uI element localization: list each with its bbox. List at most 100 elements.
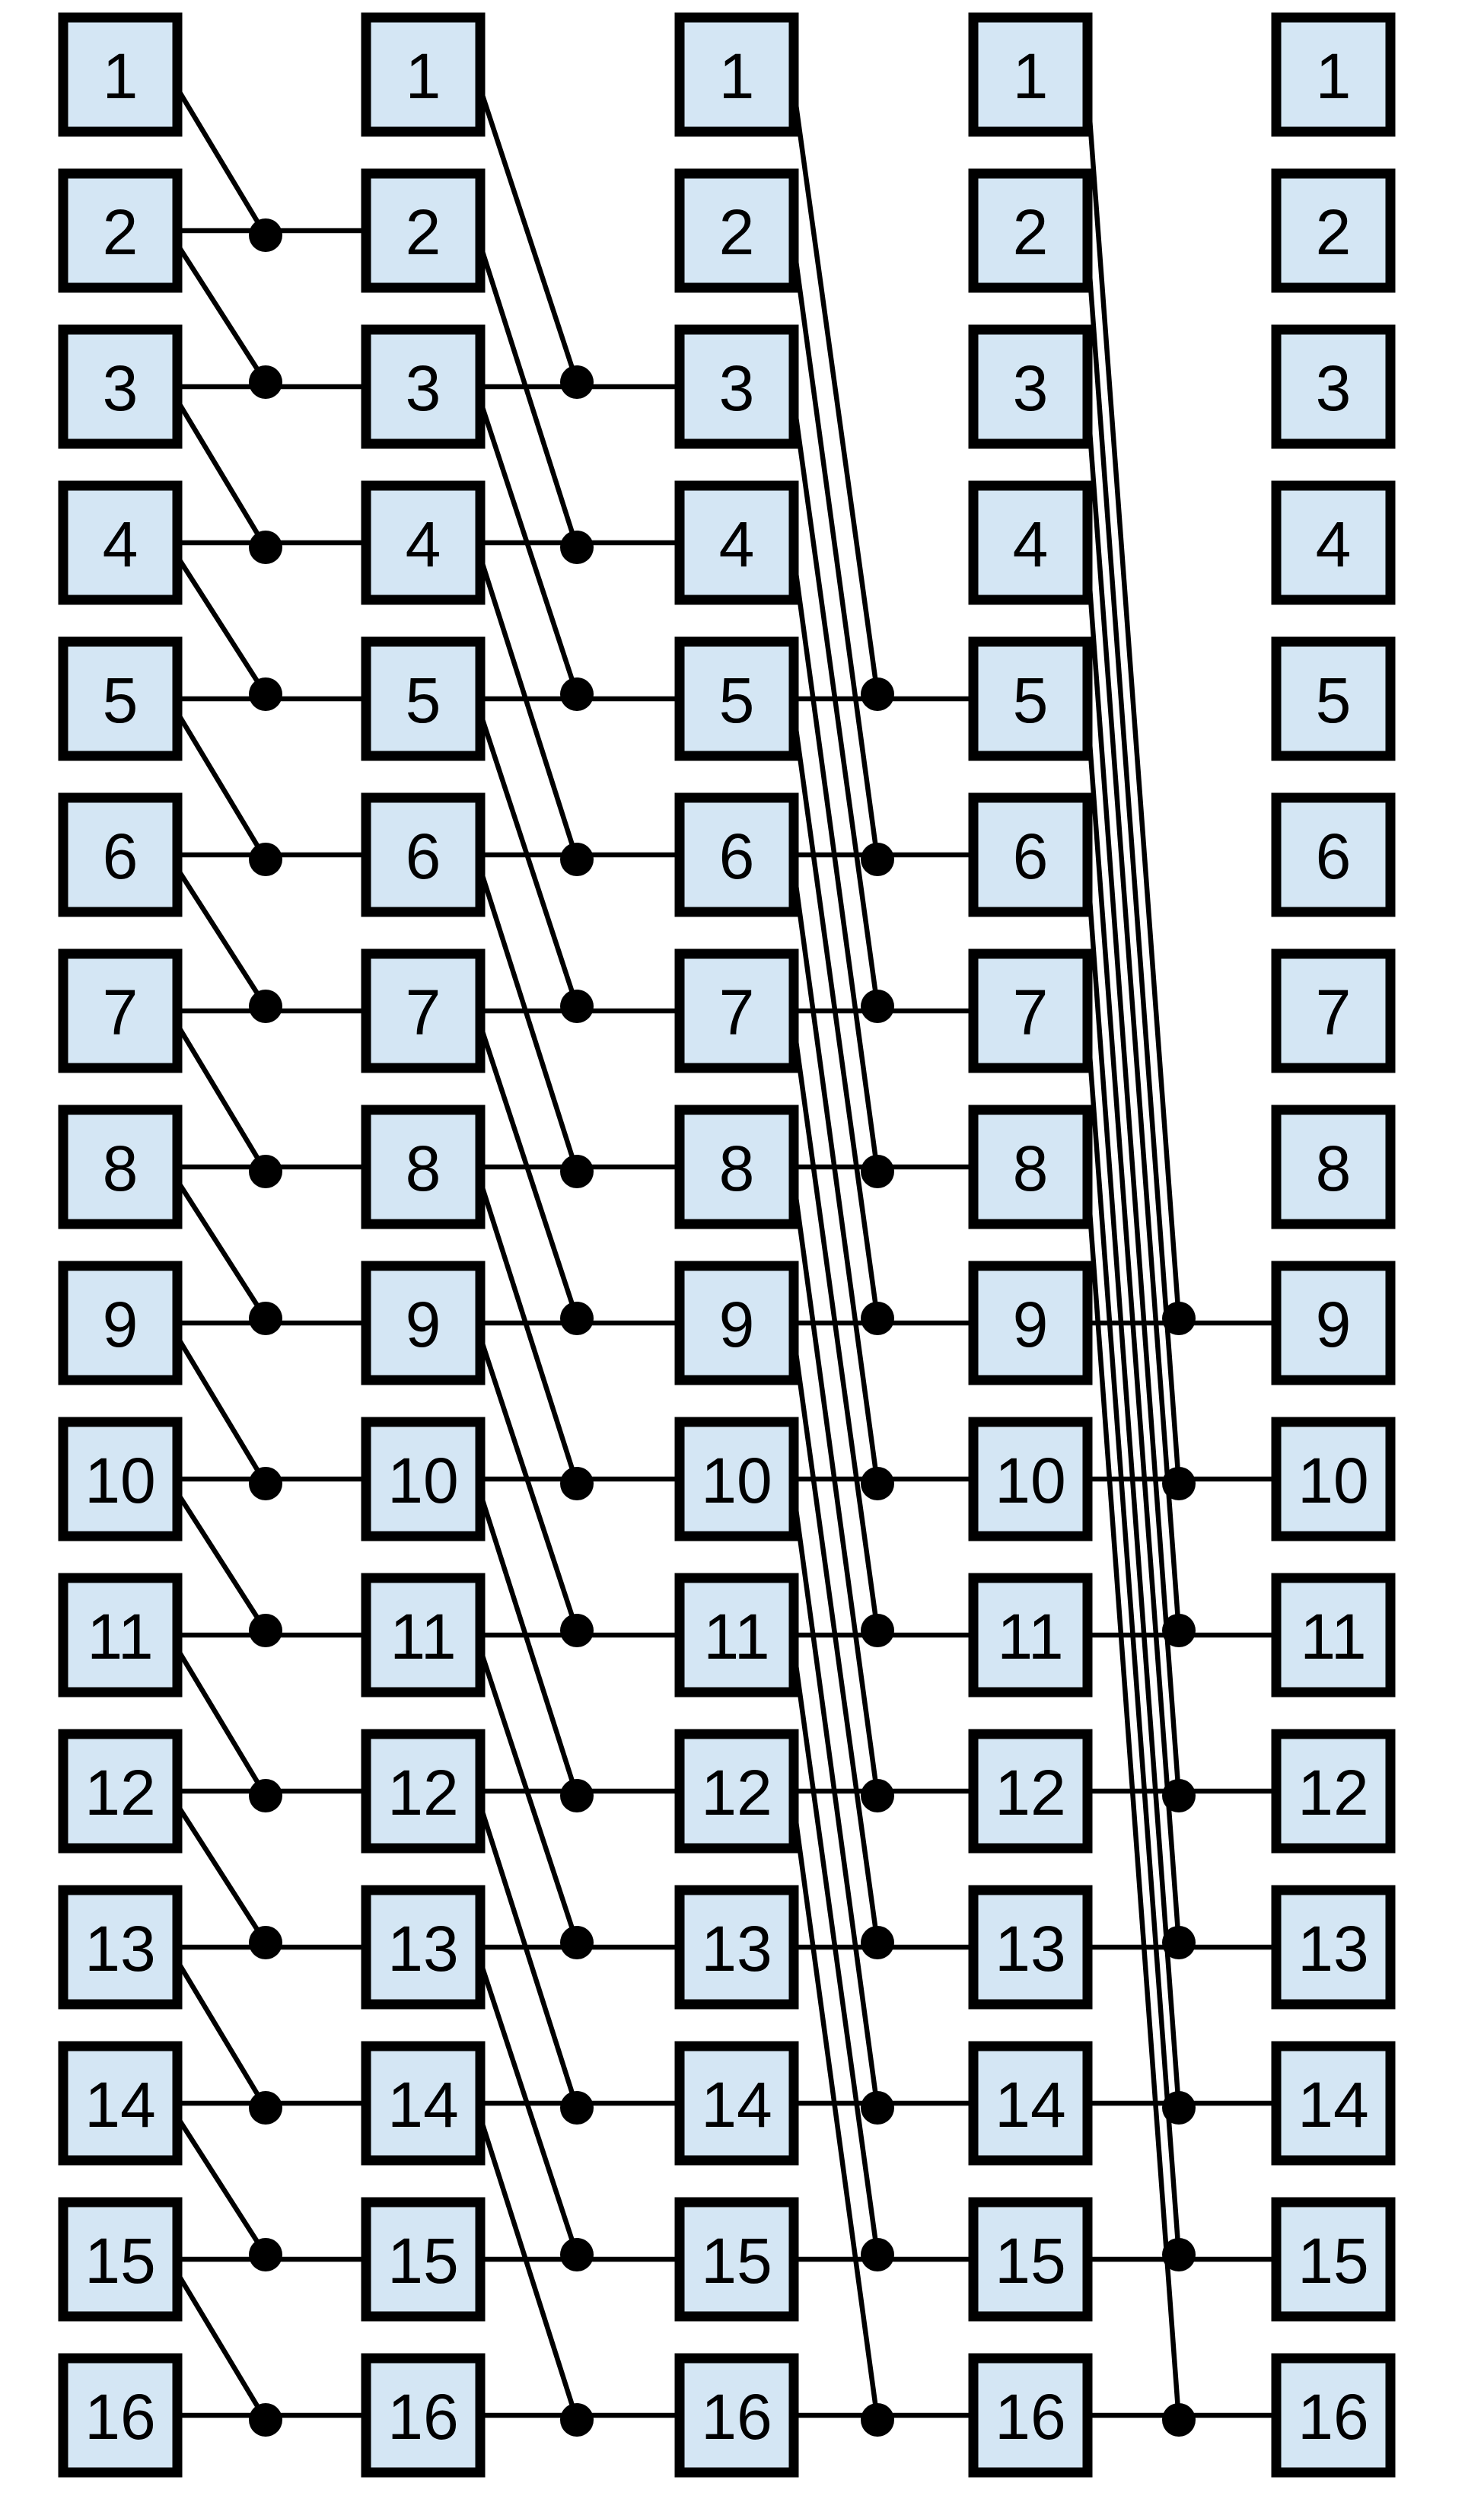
node-box-frame xyxy=(674,1417,799,1541)
combine-node xyxy=(560,1779,594,1812)
node-label: 13 xyxy=(995,1913,1065,1984)
node-label: 16 xyxy=(1298,2381,1368,2453)
node-label: 11 xyxy=(703,1601,769,1672)
combine-node xyxy=(249,1467,282,1500)
node-box: 11 xyxy=(1271,1573,1396,1698)
combine-node xyxy=(249,843,282,876)
node-box: 15 xyxy=(674,2197,799,2322)
node-label: 3 xyxy=(406,352,441,424)
carry-wire xyxy=(175,87,268,237)
node-label: 9 xyxy=(1316,1289,1352,1360)
node-label: 14 xyxy=(387,2069,458,2141)
node-label: 3 xyxy=(1013,352,1049,424)
node-label: 13 xyxy=(387,1913,458,1984)
node-box: 16 xyxy=(361,2353,486,2478)
node-box-frame xyxy=(1271,12,1396,137)
carry-wire xyxy=(477,87,580,384)
node-label: 12 xyxy=(387,1757,458,1828)
carry-wire xyxy=(477,556,580,860)
node-label: 4 xyxy=(406,508,441,580)
node-box-frame xyxy=(361,1729,486,1854)
node-box-frame xyxy=(1271,1573,1396,1698)
node-box: 6 xyxy=(968,792,1093,917)
carry-wire xyxy=(175,1179,268,1320)
node-box-frame xyxy=(1271,1417,1396,1541)
combine-node xyxy=(560,2091,594,2125)
node-box: 14 xyxy=(968,2041,1093,2166)
node-label: 13 xyxy=(1298,1913,1368,1984)
node-box: 12 xyxy=(674,1729,799,1854)
combine-node xyxy=(249,2403,282,2437)
node-label: 3 xyxy=(719,352,755,424)
node-label: 7 xyxy=(406,977,441,1048)
carry-wire xyxy=(791,1492,881,2109)
node-box: 4 xyxy=(361,480,486,605)
node-box-frame xyxy=(361,2197,486,2322)
combine-node xyxy=(861,2403,894,2437)
node-label: 1 xyxy=(1316,40,1352,112)
node-box-frame xyxy=(968,792,1093,917)
boxes-layer: 1234567891011121314151612345678910111213… xyxy=(58,12,1396,2478)
node-label: 7 xyxy=(719,977,755,1048)
node-box-frame xyxy=(58,1261,183,1385)
node-box-frame xyxy=(58,2353,183,2478)
combine-node xyxy=(560,1467,594,1500)
node-box-frame xyxy=(1271,792,1396,917)
node-label: 2 xyxy=(406,196,441,268)
node-box: 3 xyxy=(361,324,486,449)
node-label: 12 xyxy=(995,1757,1065,1828)
node-box-frame xyxy=(361,2353,486,2478)
node-box-frame xyxy=(58,168,183,293)
node-box: 8 xyxy=(361,1105,486,1229)
node-label: 4 xyxy=(1316,508,1352,580)
combine-node xyxy=(560,531,594,564)
node-label: 8 xyxy=(406,1133,441,1204)
node-box-frame xyxy=(968,2197,1093,2322)
node-box: 3 xyxy=(1271,324,1396,449)
node-box-frame xyxy=(1271,1885,1396,2010)
node-box-frame xyxy=(58,480,183,605)
node-box-frame xyxy=(674,1885,799,2010)
node-box: 7 xyxy=(58,948,183,1073)
carry-wire xyxy=(175,1335,268,1485)
node-box-frame xyxy=(58,1573,183,1698)
carry-wire xyxy=(1084,712,1182,1943)
carry-wire xyxy=(791,400,881,1007)
node-label: 14 xyxy=(995,2069,1065,2141)
node-label: 11 xyxy=(390,1601,456,1672)
node-box-frame xyxy=(361,1261,486,1385)
node-box: 2 xyxy=(58,168,183,293)
node-box: 6 xyxy=(58,792,183,917)
node-label: 15 xyxy=(1298,2225,1368,2297)
node-label: 7 xyxy=(103,977,139,1048)
carry-wire xyxy=(175,1491,268,1632)
node-box-frame xyxy=(1271,2197,1396,2322)
node-box-frame xyxy=(361,1417,486,1541)
node-box-frame xyxy=(361,324,486,449)
node-box: 8 xyxy=(58,1105,183,1229)
node-label: 8 xyxy=(1316,1133,1352,1204)
node-box: 15 xyxy=(1271,2197,1396,2322)
carry-wire xyxy=(477,1804,580,2109)
node-box-frame xyxy=(968,1573,1093,1698)
node-box-frame xyxy=(58,792,183,917)
node-label: 6 xyxy=(103,821,139,892)
carry-wire xyxy=(1084,1180,1182,2421)
carry-wire xyxy=(477,1180,580,1484)
node-box: 7 xyxy=(968,948,1093,1073)
node-box: 9 xyxy=(968,1261,1093,1385)
node-box-frame xyxy=(968,2041,1093,2166)
combine-node xyxy=(861,677,894,711)
node-box: 10 xyxy=(1271,1417,1396,1541)
node-label: 14 xyxy=(701,2069,772,2141)
combine-node xyxy=(560,1926,594,1959)
node-box-frame xyxy=(674,1261,799,1385)
combine-node xyxy=(560,843,594,876)
node-box-frame xyxy=(1271,636,1396,761)
combine-node xyxy=(861,1155,894,1188)
node-box: 16 xyxy=(968,2353,1093,2478)
node-label: 3 xyxy=(1316,352,1352,424)
combine-node xyxy=(861,1614,894,1647)
node-box: 4 xyxy=(674,480,799,605)
node-box: 13 xyxy=(58,1885,183,2010)
